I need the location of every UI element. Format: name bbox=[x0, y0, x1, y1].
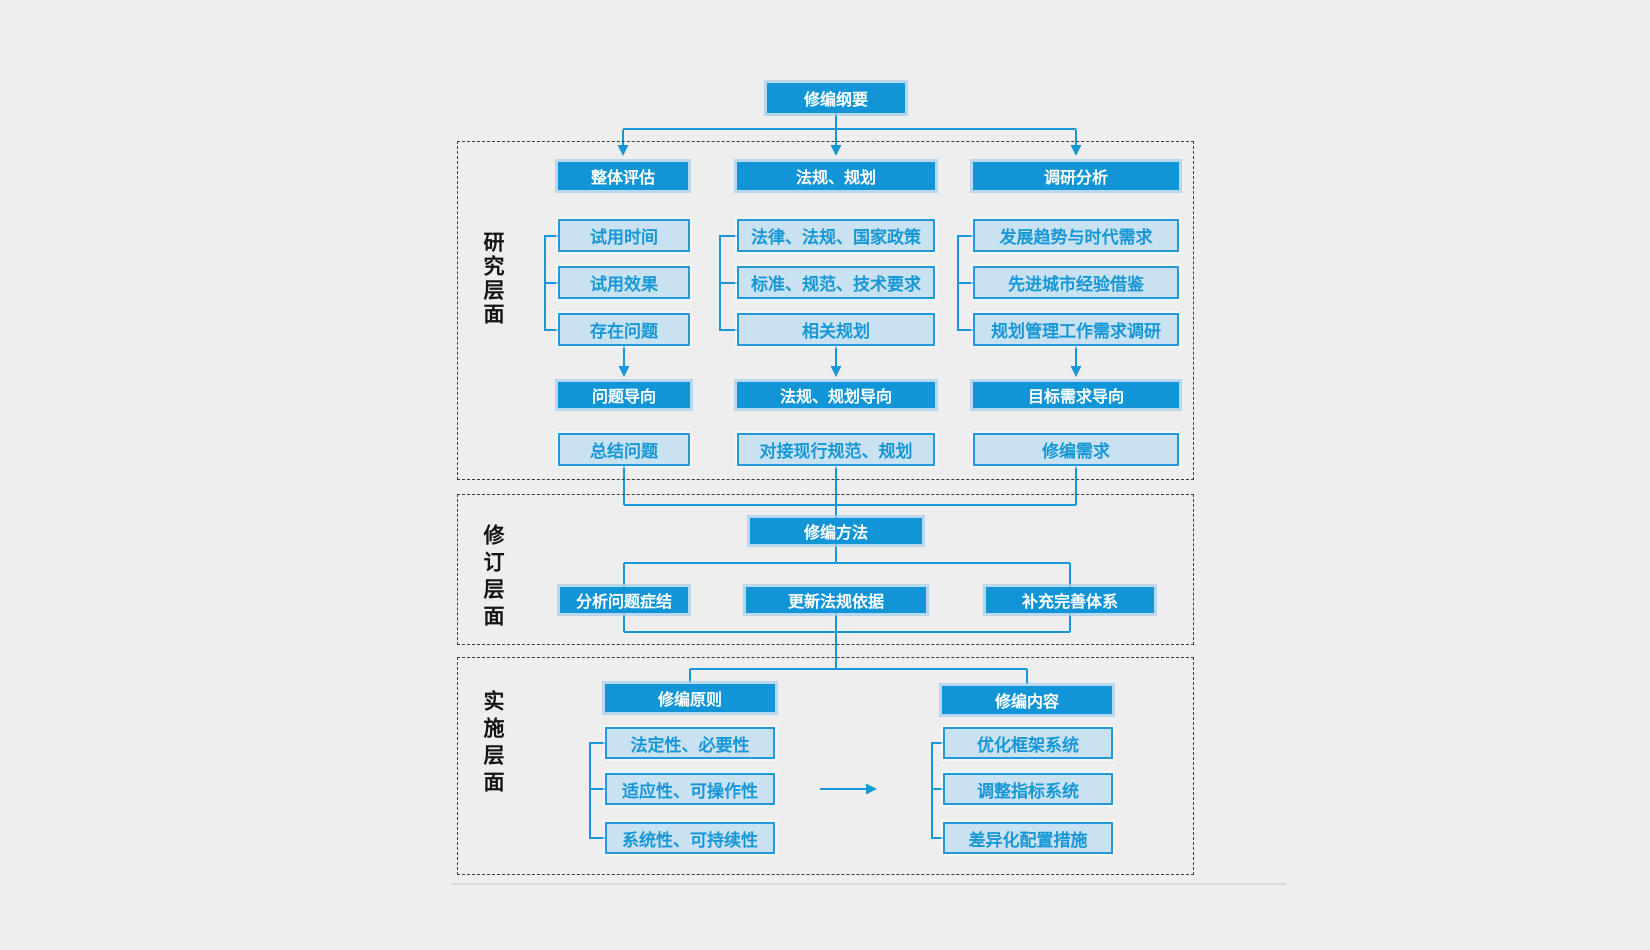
node-existing-problems: 存在问题 bbox=[558, 313, 690, 346]
node-laws-planning-oriented: 法规、规划导向 bbox=[737, 382, 935, 408]
node-supplement-improve-system: 补充完善体系 bbox=[986, 587, 1154, 613]
node-adaptability-operability: 适应性、可操作性 bbox=[605, 773, 775, 805]
node-trial-effect: 试用效果 bbox=[558, 266, 690, 299]
node-management-needs-survey: 规划管理工作需求调研 bbox=[973, 313, 1179, 346]
node-analyze-problem-crux: 分析问题症结 bbox=[560, 587, 688, 613]
node-overall-assessment: 整体评估 bbox=[558, 162, 688, 190]
node-related-planning: 相关规划 bbox=[737, 313, 935, 346]
node-standards-requirements: 标准、规范、技术要求 bbox=[737, 266, 935, 299]
node-revision-principles: 修编原则 bbox=[605, 684, 775, 712]
node-revision-demand: 修编需求 bbox=[973, 433, 1179, 466]
node-revision-outline: 修编纲要 bbox=[767, 83, 905, 113]
node-laws-regulations-policy: 法律、法规、国家政策 bbox=[737, 219, 935, 252]
node-problem-oriented: 问题导向 bbox=[558, 382, 690, 408]
node-summarize-problems: 总结问题 bbox=[558, 433, 690, 466]
node-optimize-framework-system: 优化框架系统 bbox=[943, 727, 1113, 759]
node-laws-planning: 法规、规划 bbox=[737, 162, 935, 190]
node-revision-contents: 修编内容 bbox=[942, 686, 1112, 714]
node-update-legal-basis: 更新法规依据 bbox=[746, 587, 926, 613]
section-implementation-frame bbox=[457, 657, 1194, 875]
node-legality-necessity: 法定性、必要性 bbox=[605, 727, 775, 759]
section-label-revision: 修订层面 bbox=[481, 524, 504, 632]
bottom-divider-line bbox=[452, 883, 1286, 885]
section-research-frame bbox=[457, 141, 1194, 480]
node-advanced-city-experience: 先进城市经验借鉴 bbox=[973, 266, 1179, 299]
node-systematic-sustainable: 系统性、可持续性 bbox=[605, 822, 775, 854]
node-trial-period: 试用时间 bbox=[558, 219, 690, 252]
node-development-trends: 发展趋势与时代需求 bbox=[973, 219, 1179, 252]
section-label-implementation: 实施层面 bbox=[481, 690, 504, 798]
section-label-research: 研究层面 bbox=[481, 231, 504, 327]
node-align-current-standards: 对接现行规范、规划 bbox=[737, 433, 935, 466]
node-revision-method: 修编方法 bbox=[750, 518, 922, 544]
node-differentiated-allocation: 差异化配置措施 bbox=[943, 822, 1113, 854]
section-revision-frame bbox=[457, 494, 1194, 645]
node-adjust-indicator-system: 调整指标系统 bbox=[943, 773, 1113, 805]
node-research-analysis: 调研分析 bbox=[973, 162, 1179, 190]
node-goal-demand-oriented: 目标需求导向 bbox=[973, 382, 1179, 408]
